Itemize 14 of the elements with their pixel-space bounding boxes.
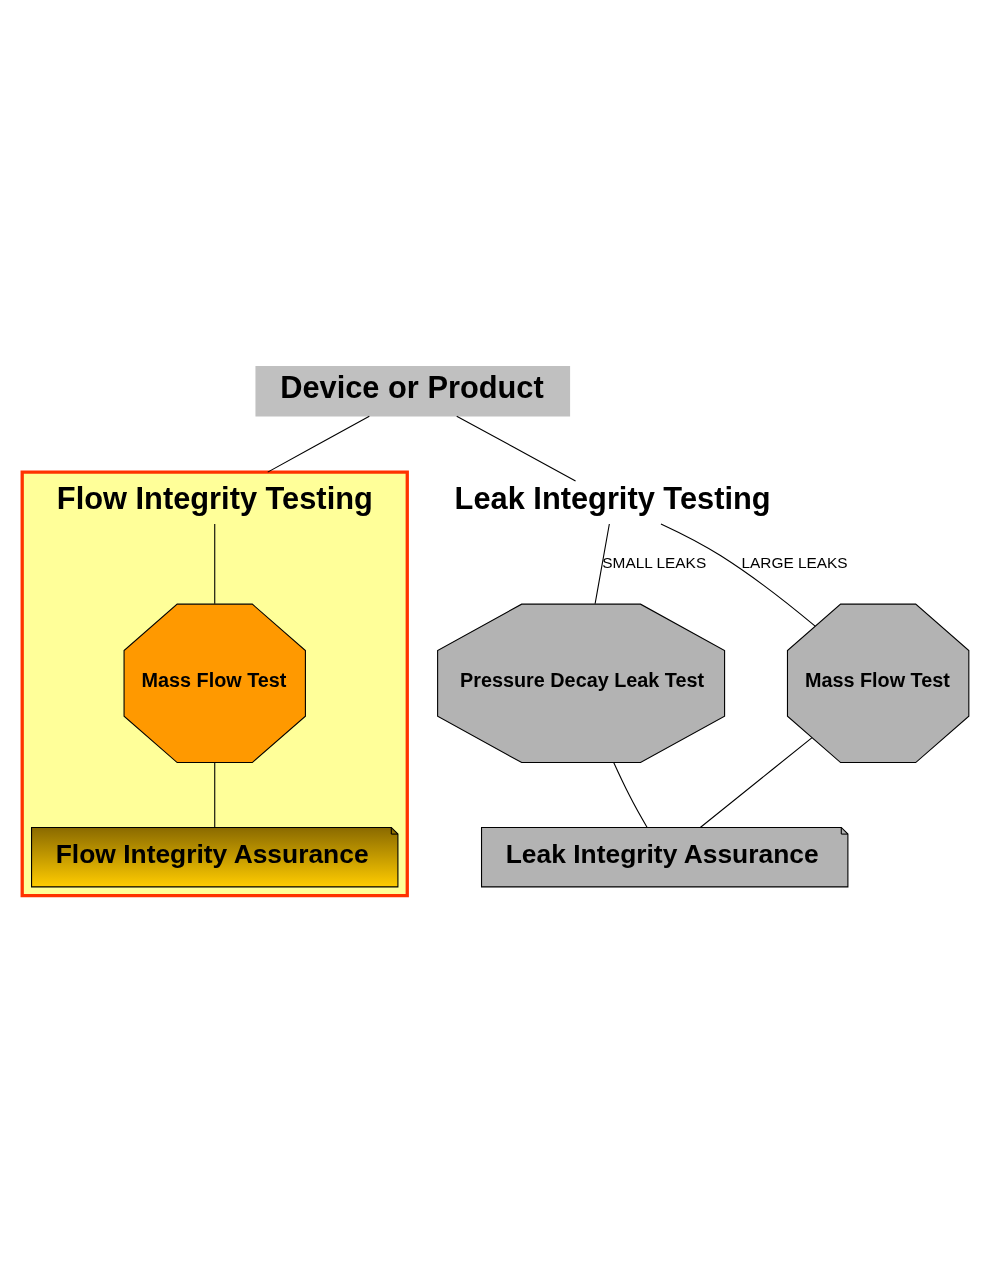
connector — [612, 761, 648, 828]
connector — [213, 761, 215, 828]
node-box: Device or Product — [254, 365, 570, 417]
connector — [594, 522, 610, 604]
connector — [699, 736, 812, 828]
edge-label: LARGE LEAKS — [741, 553, 848, 571]
node-text: Flow Integrity Testing — [56, 480, 373, 516]
edge-label: SMALL LEAKS — [601, 553, 706, 571]
node-text: Leak Integrity Testing — [454, 480, 771, 516]
cluster — [20, 469, 409, 897]
connector — [659, 522, 816, 627]
connector — [455, 415, 576, 481]
connector — [266, 415, 370, 473]
connector — [213, 522, 215, 604]
